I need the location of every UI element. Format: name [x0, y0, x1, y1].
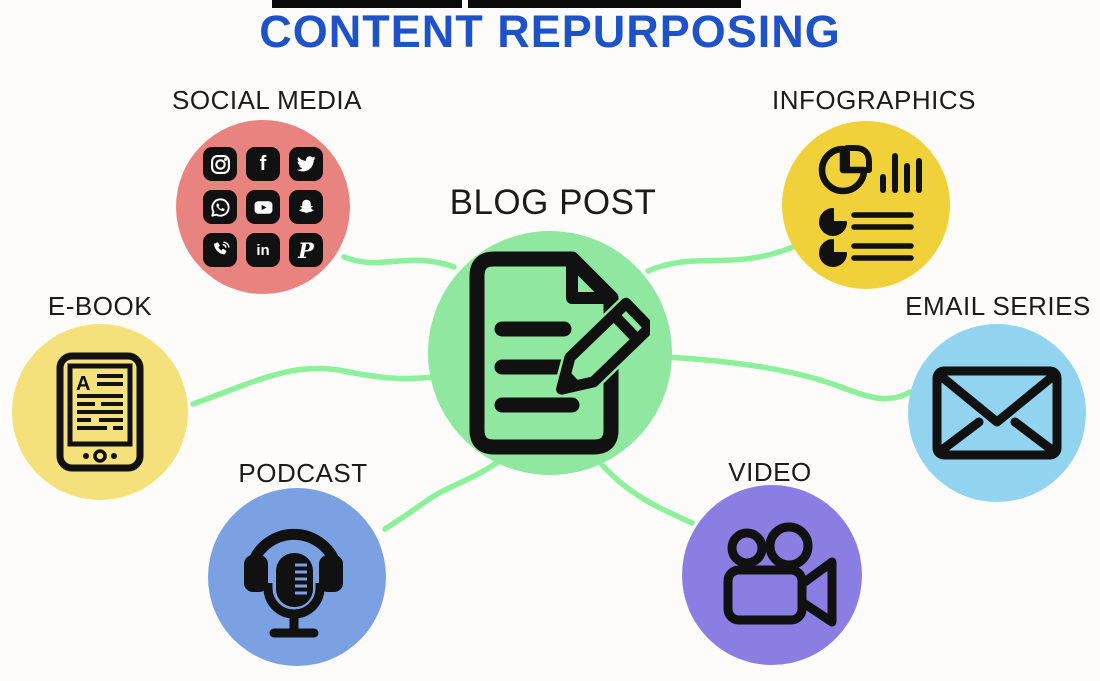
ebook-circle: A — [12, 324, 188, 500]
phone-icon — [203, 233, 237, 267]
connector-center-to-video — [594, 456, 695, 526]
top-crop-bar-left — [272, 0, 462, 8]
twitter-icon — [289, 147, 323, 181]
ereader-tablet-icon: A — [56, 352, 144, 472]
video-camera-icon — [723, 522, 837, 627]
infographics-label: INFOGRAPHICS — [772, 85, 976, 115]
whatsapp-icon — [203, 190, 237, 224]
envelope-icon — [932, 366, 1062, 460]
connector-center-to-email — [664, 354, 913, 402]
facebook-icon: f — [246, 147, 280, 181]
mic-grille-lines — [295, 563, 307, 595]
email-series-circle — [908, 324, 1086, 502]
connector-ebook-to-center — [190, 365, 436, 407]
blog-post-label: BLOG POST — [449, 183, 657, 222]
email-series-label: EMAIL SERIES — [905, 291, 1091, 321]
connector-social-to-center — [341, 254, 457, 270]
svg-text:A: A — [76, 373, 90, 395]
linkedin-icon: in — [246, 233, 280, 267]
youtube-icon — [246, 190, 280, 224]
top-crop-bar-right — [468, 0, 741, 8]
video-circle — [682, 485, 862, 665]
pie-and-bar-chart-icon — [818, 145, 922, 267]
social-apps-grid-icon: f — [203, 147, 323, 267]
instagram-icon — [203, 147, 237, 181]
snapchat-icon — [289, 190, 323, 224]
pinterest-icon: P — [289, 233, 323, 267]
podcast-label: PODCAST — [238, 458, 368, 488]
page-title: CONTENT REPURPOSING — [259, 6, 841, 57]
infographics-circle — [782, 121, 950, 289]
social-media-circle: f — [176, 120, 350, 294]
connector-center-to-podcast — [382, 454, 508, 532]
blog-post-circle — [428, 231, 672, 475]
ebook-label: E-BOOK — [47, 291, 153, 321]
social-media-label: SOCIAL MEDIA — [172, 85, 362, 115]
connector-center-to-infographics — [645, 244, 796, 274]
document-pencil-icon — [469, 251, 650, 455]
video-label: VIDEO — [728, 457, 812, 487]
podcast-circle — [208, 488, 386, 666]
microphone-headphones-icon — [244, 528, 343, 638]
